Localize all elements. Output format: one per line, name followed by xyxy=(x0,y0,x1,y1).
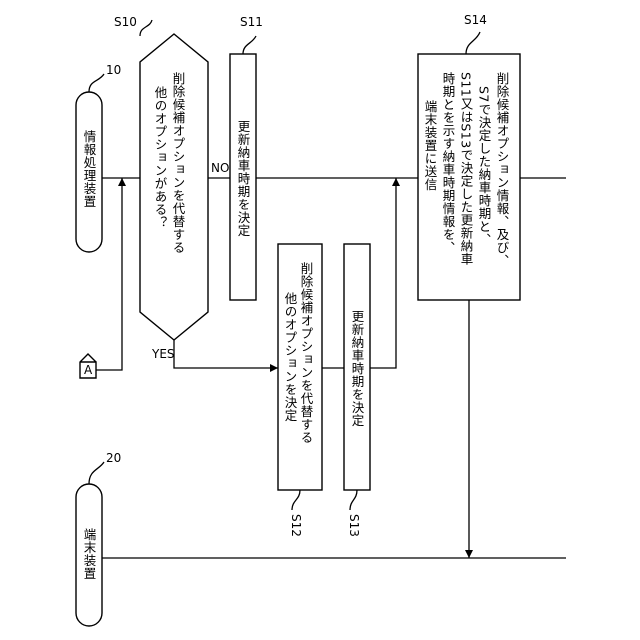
process-s12-line-1: 削除候補オプションを代替する xyxy=(299,262,314,444)
decision-s10-id: S10 xyxy=(114,15,137,29)
lane-10-leader xyxy=(89,74,104,92)
lane-10-ref: 10 xyxy=(106,63,121,77)
s13-to-merge-flow xyxy=(370,178,396,368)
process-s11-id: S11 xyxy=(240,15,263,29)
process-s12: 削除候補オプションを代替する 他のオプションを決定 S12 xyxy=(278,244,322,537)
connector-a-arrowhead xyxy=(118,178,126,186)
process-s14-leader xyxy=(466,32,480,54)
branch-yes-flow xyxy=(174,340,278,368)
process-s12-leader xyxy=(292,490,300,510)
process-s13: 更新納車時期を決定 S13 xyxy=(344,244,370,537)
connector-a-label: A xyxy=(84,363,93,377)
decision-s10-line-2: 他のオプションがある？ xyxy=(153,86,168,229)
s14-to-terminal-arrowhead xyxy=(465,550,473,558)
process-s13-text: 更新納車時期を決定 xyxy=(350,310,365,427)
lane-20-leader xyxy=(89,462,104,484)
process-s14: 削除候補オプション情報、及び、 S7で決定した納車時期と、 S11又はS13で決… xyxy=(418,13,520,558)
process-s14-line-3: S11又はS13で決定した更新納車 xyxy=(459,72,474,266)
decision-s10-leader xyxy=(140,20,152,36)
lane-20-ref: 20 xyxy=(106,451,121,465)
lane-20-label: 端末装置 xyxy=(82,528,97,580)
process-s11-text: 更新納車時期を決定 xyxy=(236,120,251,237)
process-s14-line-5: 端末装置に送信 xyxy=(423,100,438,191)
process-s14-line-1: 削除候補オプション情報、及び、 xyxy=(495,72,510,267)
process-s11: 更新納車時期を決定 S11 xyxy=(230,15,263,300)
process-s14-id: S14 xyxy=(464,13,487,27)
process-s11-leader xyxy=(243,36,256,54)
process-s14-line-4: 時期とを示す納車時期情報を、 xyxy=(441,72,456,254)
process-s13-leader xyxy=(350,490,357,510)
branch-yes-label: YES xyxy=(151,347,175,361)
process-s13-id: S13 xyxy=(347,514,361,537)
process-s14-line-2: S7で決定した納車時期と、 xyxy=(477,86,492,246)
process-s12-line-2: 他のオプションを決定 xyxy=(283,292,298,422)
process-s12-id: S12 xyxy=(289,514,303,537)
decision-s10-line-1: 削除候補オプションを代替する xyxy=(171,72,186,254)
merge-arrowhead xyxy=(392,178,400,186)
branch-yes-arrowhead xyxy=(270,364,278,372)
branch-no-label: NO xyxy=(211,161,229,175)
lane-10-label: 情報処理装置 xyxy=(82,130,97,208)
